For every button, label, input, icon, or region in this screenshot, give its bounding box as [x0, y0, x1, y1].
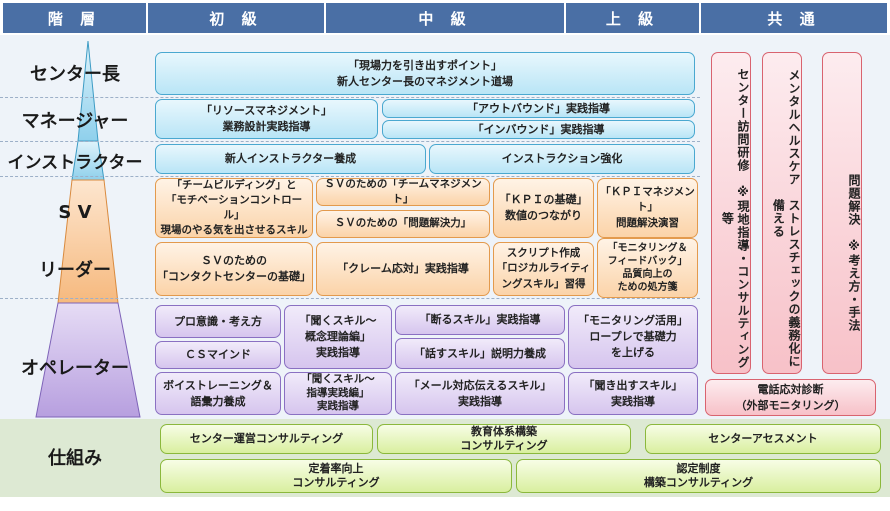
program-inbound[interactable]: 「インバウンド」実践指導 [382, 120, 695, 139]
program-voice-training[interactable]: ボイストレーニング＆ 語彙力養成 [155, 372, 281, 415]
program-monitoring-feedback[interactable]: 「モニタリング＆ フィードバック」 品質向上の ための処方箋 [597, 238, 698, 298]
level-center-chief: センター長 [30, 64, 120, 85]
program-professional-mindset[interactable]: プロ意識・考え方 [155, 305, 281, 338]
level-system: 仕組み [48, 448, 102, 469]
header-level: 階 層 [3, 3, 146, 33]
program-listening-theory[interactable]: 「聞くスキル～ 概念理論編」 実践指導 [284, 305, 392, 369]
program-center-operation-consulting[interactable]: センター運営コンサルティング [160, 424, 373, 454]
program-speaking-skill[interactable]: 「話すスキル」説明力養成 [395, 338, 565, 369]
program-kpi-management[interactable]: 「ＫＰＩマネジメント」 問題解決演習 [597, 178, 698, 238]
header-beginner: 初 級 [148, 3, 324, 33]
program-refusal-skill[interactable]: 「断るスキル」実践指導 [395, 305, 565, 335]
program-monitoring-use[interactable]: 「モニタリング活用」 ロープレで基礎力 を上げる [568, 305, 698, 369]
program-kpi-basic[interactable]: 「ＫＰＩの基礎」 数値のつながり [493, 178, 594, 238]
separator [0, 97, 700, 98]
program-center-chief[interactable]: 「現場力を引き出すポイント」 新人センター長のマネジメント道場 [155, 52, 695, 95]
program-certification-consulting[interactable]: 認定制度 構築コンサルティング [516, 459, 881, 493]
program-resource-management[interactable]: 「リソースマネジメント」 業務設計実践指導 [155, 99, 378, 139]
program-retention-consulting[interactable]: 定着率向上 コンサルティング [160, 459, 512, 493]
program-center-assessment[interactable]: センターアセスメント [645, 424, 881, 454]
program-listening-practice[interactable]: 「聞くスキル～ 指導実践編」 実践指導 [284, 372, 392, 415]
separator [0, 176, 700, 177]
separator [0, 141, 700, 142]
program-instruction[interactable]: インストラクション強化 [429, 144, 695, 174]
program-script-writing[interactable]: スクリプト作成 「ロジカルライティ ングスキル」習得 [493, 242, 594, 296]
program-education-system-consulting[interactable]: 教育体系構築 コンサルティング [377, 424, 631, 454]
program-problem-solving[interactable]: 問題解決 ※考え方・手法 [822, 52, 862, 374]
program-sv-team-management[interactable]: ＳＶのための「チームマネジメント」 [316, 178, 490, 206]
program-center-visit[interactable]: センター訪問研修 ※現地指導・コンサルティング等 [711, 52, 751, 374]
program-cs-mind[interactable]: ＣＳマインド [155, 341, 281, 369]
program-team-building[interactable]: 「チームビルディング」と 「モチベーションコントロール」 現場のやる気を出させる… [155, 178, 313, 238]
program-sv-problem-solving[interactable]: ＳＶのための「問題解決力」 [316, 210, 490, 238]
level-manager: マネージャー [21, 111, 129, 132]
header-common: 共 通 [701, 3, 887, 33]
program-drawing-out-skill[interactable]: 「聞き出すスキル」 実践指導 [568, 372, 698, 415]
program-outbound[interactable]: 「アウトバウンド」実践指導 [382, 99, 695, 118]
level-instructor: インストラクター [7, 152, 143, 173]
level-operator: オペレーター [21, 358, 129, 379]
program-mental-health[interactable]: メンタルヘルスケア ストレスチェックの義務化に備える [762, 52, 802, 374]
program-new-instructor[interactable]: 新人インストラクター養成 [155, 144, 426, 174]
separator [0, 298, 700, 299]
program-phone-diagnosis[interactable]: 電話応対診断 （外部モニタリング） [705, 379, 876, 416]
program-mail-skill[interactable]: 「メール対応伝えるスキル」 実践指導 [395, 372, 565, 415]
level-leader: リーダー [39, 260, 111, 281]
program-sv-contact-center-basics[interactable]: ＳＶのための 「コンタクトセンターの基礎」 [155, 242, 313, 296]
header-advanced: 上 級 [566, 3, 699, 33]
level-sv: S V [58, 201, 92, 223]
pyramid-purple-section [35, 302, 141, 418]
hierarchy-pyramid [35, 40, 141, 418]
program-claim-handling[interactable]: 「クレーム応対」実践指導 [316, 242, 490, 296]
header-intermediate: 中 級 [326, 3, 564, 33]
